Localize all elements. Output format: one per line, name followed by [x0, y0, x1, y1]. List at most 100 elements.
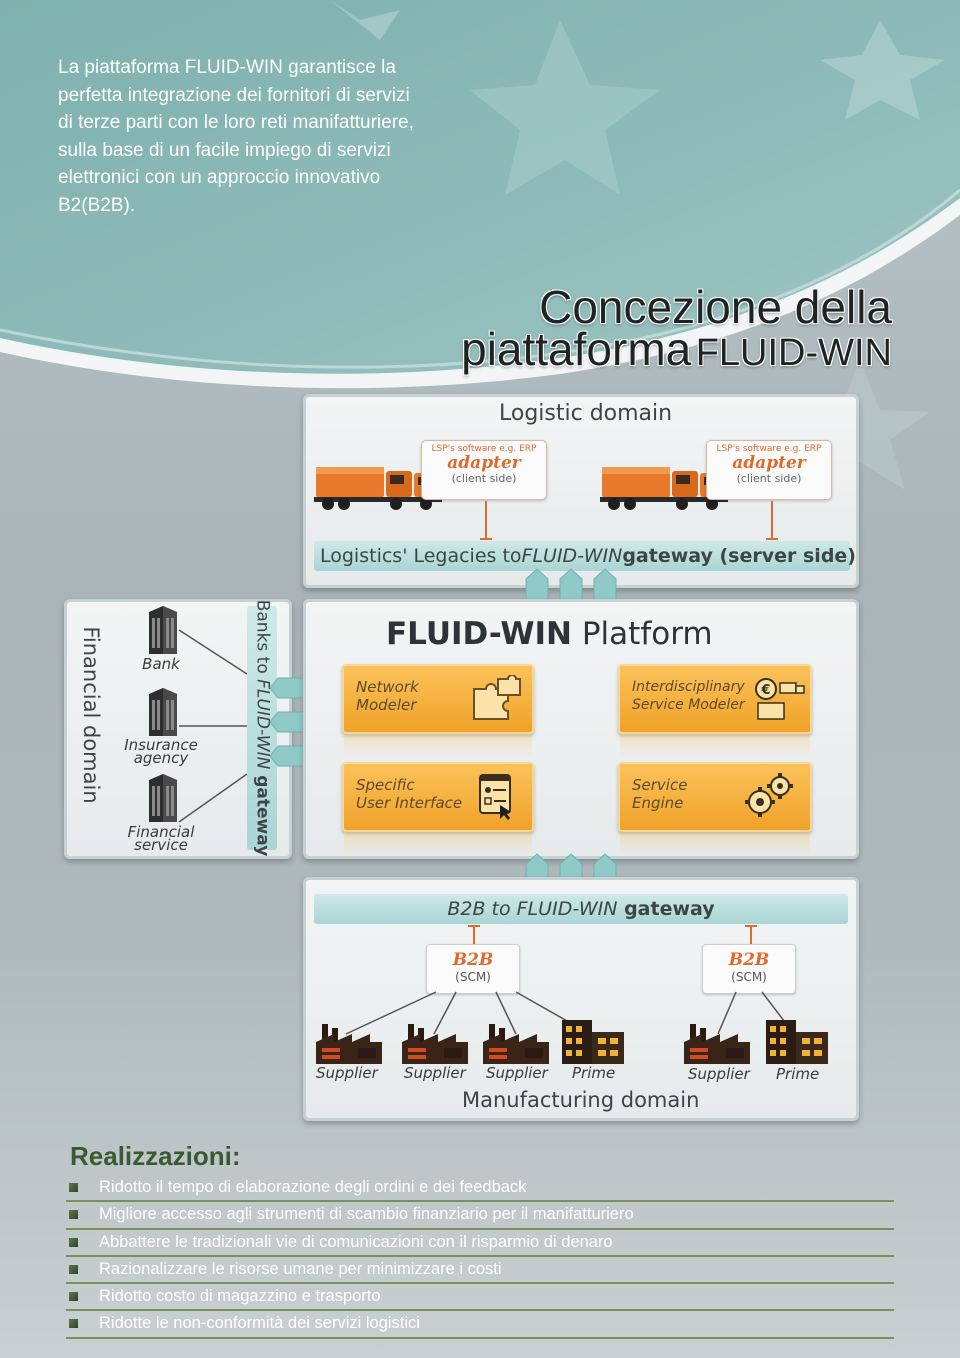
building-icon — [149, 688, 177, 736]
gateway-brand: FLUID-WIN — [516, 898, 618, 920]
bullet-square-icon — [69, 1183, 78, 1192]
title-line2b: FLUID-WIN — [695, 332, 892, 374]
scm-label: (SCM) — [731, 970, 767, 984]
scm-label: (SCM) — [455, 970, 491, 984]
platform-title-brand: FLUID-WIN — [386, 616, 572, 652]
list-item-text: Ridotte le non-conformità dei servizi lo… — [99, 1314, 420, 1333]
user-interface-icon — [479, 774, 511, 820]
gears-icon — [745, 773, 793, 817]
logistics-gateway-bar: Logistics' Legacies to FLUID-WIN gateway… — [314, 541, 856, 571]
list-item: Migliore accesso agli strumenti di scamb… — [66, 1202, 894, 1230]
list-item-text: Razionalizzare le risorse umane per mini… — [99, 1259, 502, 1278]
building-icon — [149, 774, 177, 822]
adapter-erp-label: LSP's software e.g. ERP — [716, 444, 822, 454]
bullet-square-icon — [69, 1210, 78, 1220]
svg-text:€: € — [760, 683, 770, 698]
realizzazioni-heading: Realizzazioni: — [70, 1141, 241, 1171]
module-reflection — [344, 734, 532, 758]
factory-label: Supplier — [486, 1064, 548, 1082]
list-item: Ridotte le non-conformità dei servizi lo… — [66, 1311, 894, 1339]
adapter-side-label: (client side) — [451, 472, 517, 485]
puzzle-icon — [473, 675, 521, 720]
factory-icon — [402, 1024, 468, 1064]
intro-line: di terze parti con le loro reti manifatt… — [58, 112, 414, 133]
manufacturing-domain-title: Manufacturing domain — [462, 1088, 700, 1112]
module-reflection — [344, 832, 532, 856]
logistic-domain-title: Logistic domain — [499, 401, 673, 426]
banks-gateway-bar: Banks to FLUID-WIN gateway — [247, 600, 277, 856]
platform-title-rest: Platform — [581, 616, 713, 652]
intro-line: perfetta integrazione dei fornitori di s… — [58, 84, 410, 106]
list-item: Abbattere le tradizionali vie di comunic… — [66, 1230, 894, 1257]
list-item-text: Ridotto il tempo di elaborazione degli o… — [99, 1178, 527, 1196]
adapter-callout: LSP's software e.g. ERP adapter (client … — [706, 440, 832, 500]
building-icon — [149, 606, 177, 654]
list-item: Ridotto il tempo di elaborazione degli o… — [66, 1175, 894, 1203]
b2b-scm-box: B2B (SCM) — [426, 944, 520, 994]
gateway-brand: FLUID-WIN — [521, 545, 623, 567]
factory-label: Prime — [572, 1064, 616, 1082]
bullet-square-icon — [69, 1319, 78, 1329]
title-line2a: piattaforma — [461, 323, 692, 375]
factory-label: Prime — [776, 1065, 820, 1083]
list-item: Razionalizzare le risorse umane per mini… — [66, 1257, 894, 1285]
b2b-label: B2B — [728, 950, 770, 970]
list-item: Ridotto costo di magazzino e trasporto — [66, 1284, 894, 1312]
gateway-prefix: B2B to — [447, 898, 517, 920]
manufacturing-domain-panel: B2B to FLUID-WIN gateway B2B (SCM) B2B (… — [303, 877, 859, 1121]
b2b-scm-box: B2B (SCM) — [702, 944, 796, 994]
prime-factory-icon — [766, 1020, 828, 1064]
connector-lines — [178, 629, 248, 823]
money-truck-icon: € — [755, 678, 805, 720]
gateway-suffix: gateway — [617, 898, 715, 920]
logistic-domain-panel: Logistic domain LSP's software e.g. ERP … — [303, 394, 859, 588]
b2b-label: B2B — [452, 950, 494, 970]
platform-title: FLUID-WIN Platform — [386, 616, 713, 652]
factory-icon — [316, 1024, 382, 1064]
connector-line — [766, 501, 778, 540]
gateway-prefix: Logistics' Legacies to — [320, 545, 522, 567]
bank-label: Bank — [142, 655, 180, 673]
realizzazioni-list: Ridotto il tempo di elaborazione degli o… — [66, 1175, 894, 1339]
bullet-square-icon — [69, 1237, 78, 1247]
intro-line: elettronici con un approccio innovativo — [58, 167, 381, 188]
bullet-square-icon — [69, 1292, 78, 1302]
factory-icon — [684, 1024, 750, 1064]
module-reflection — [620, 832, 810, 856]
intro-paragraph: La piattaforma FLUID-WIN garantisce la p… — [58, 54, 478, 219]
connector-line — [745, 925, 757, 944]
financial-domain-title: Financial domain — [79, 626, 103, 804]
list-item-text: Ridotto costo di magazzino e trasporto — [99, 1287, 381, 1306]
factory-label: Supplier — [316, 1064, 378, 1082]
gateway-suffix: gateway (server side) — [622, 545, 856, 567]
factory-icon — [483, 1024, 549, 1064]
bullet-square-icon — [69, 1264, 78, 1274]
adapter-label: adapter — [447, 453, 521, 473]
intro-line: sulla base di un facile impiego di servi… — [58, 139, 391, 161]
adapter-callout: LSP's software e.g. ERP adapter (client … — [421, 440, 547, 500]
adapter-label: adapter — [732, 453, 806, 473]
factory-label: Supplier — [688, 1065, 750, 1083]
adapter-side-label: (client side) — [736, 472, 802, 485]
prime-factory-icon — [562, 1020, 624, 1064]
connector-line — [468, 925, 480, 944]
page-title: Concezione della piattaforma FLUID-WIN — [461, 281, 892, 382]
factory-label: Supplier — [404, 1064, 466, 1082]
list-item-text: Abbattere le tradizionali vie di comunic… — [99, 1232, 613, 1251]
b2b-gateway-bar: B2B to FLUID-WIN gateway — [314, 894, 848, 924]
title-line1: Concezione della — [539, 281, 892, 333]
adapter-erp-label: LSP's software e.g. ERP — [431, 444, 537, 454]
